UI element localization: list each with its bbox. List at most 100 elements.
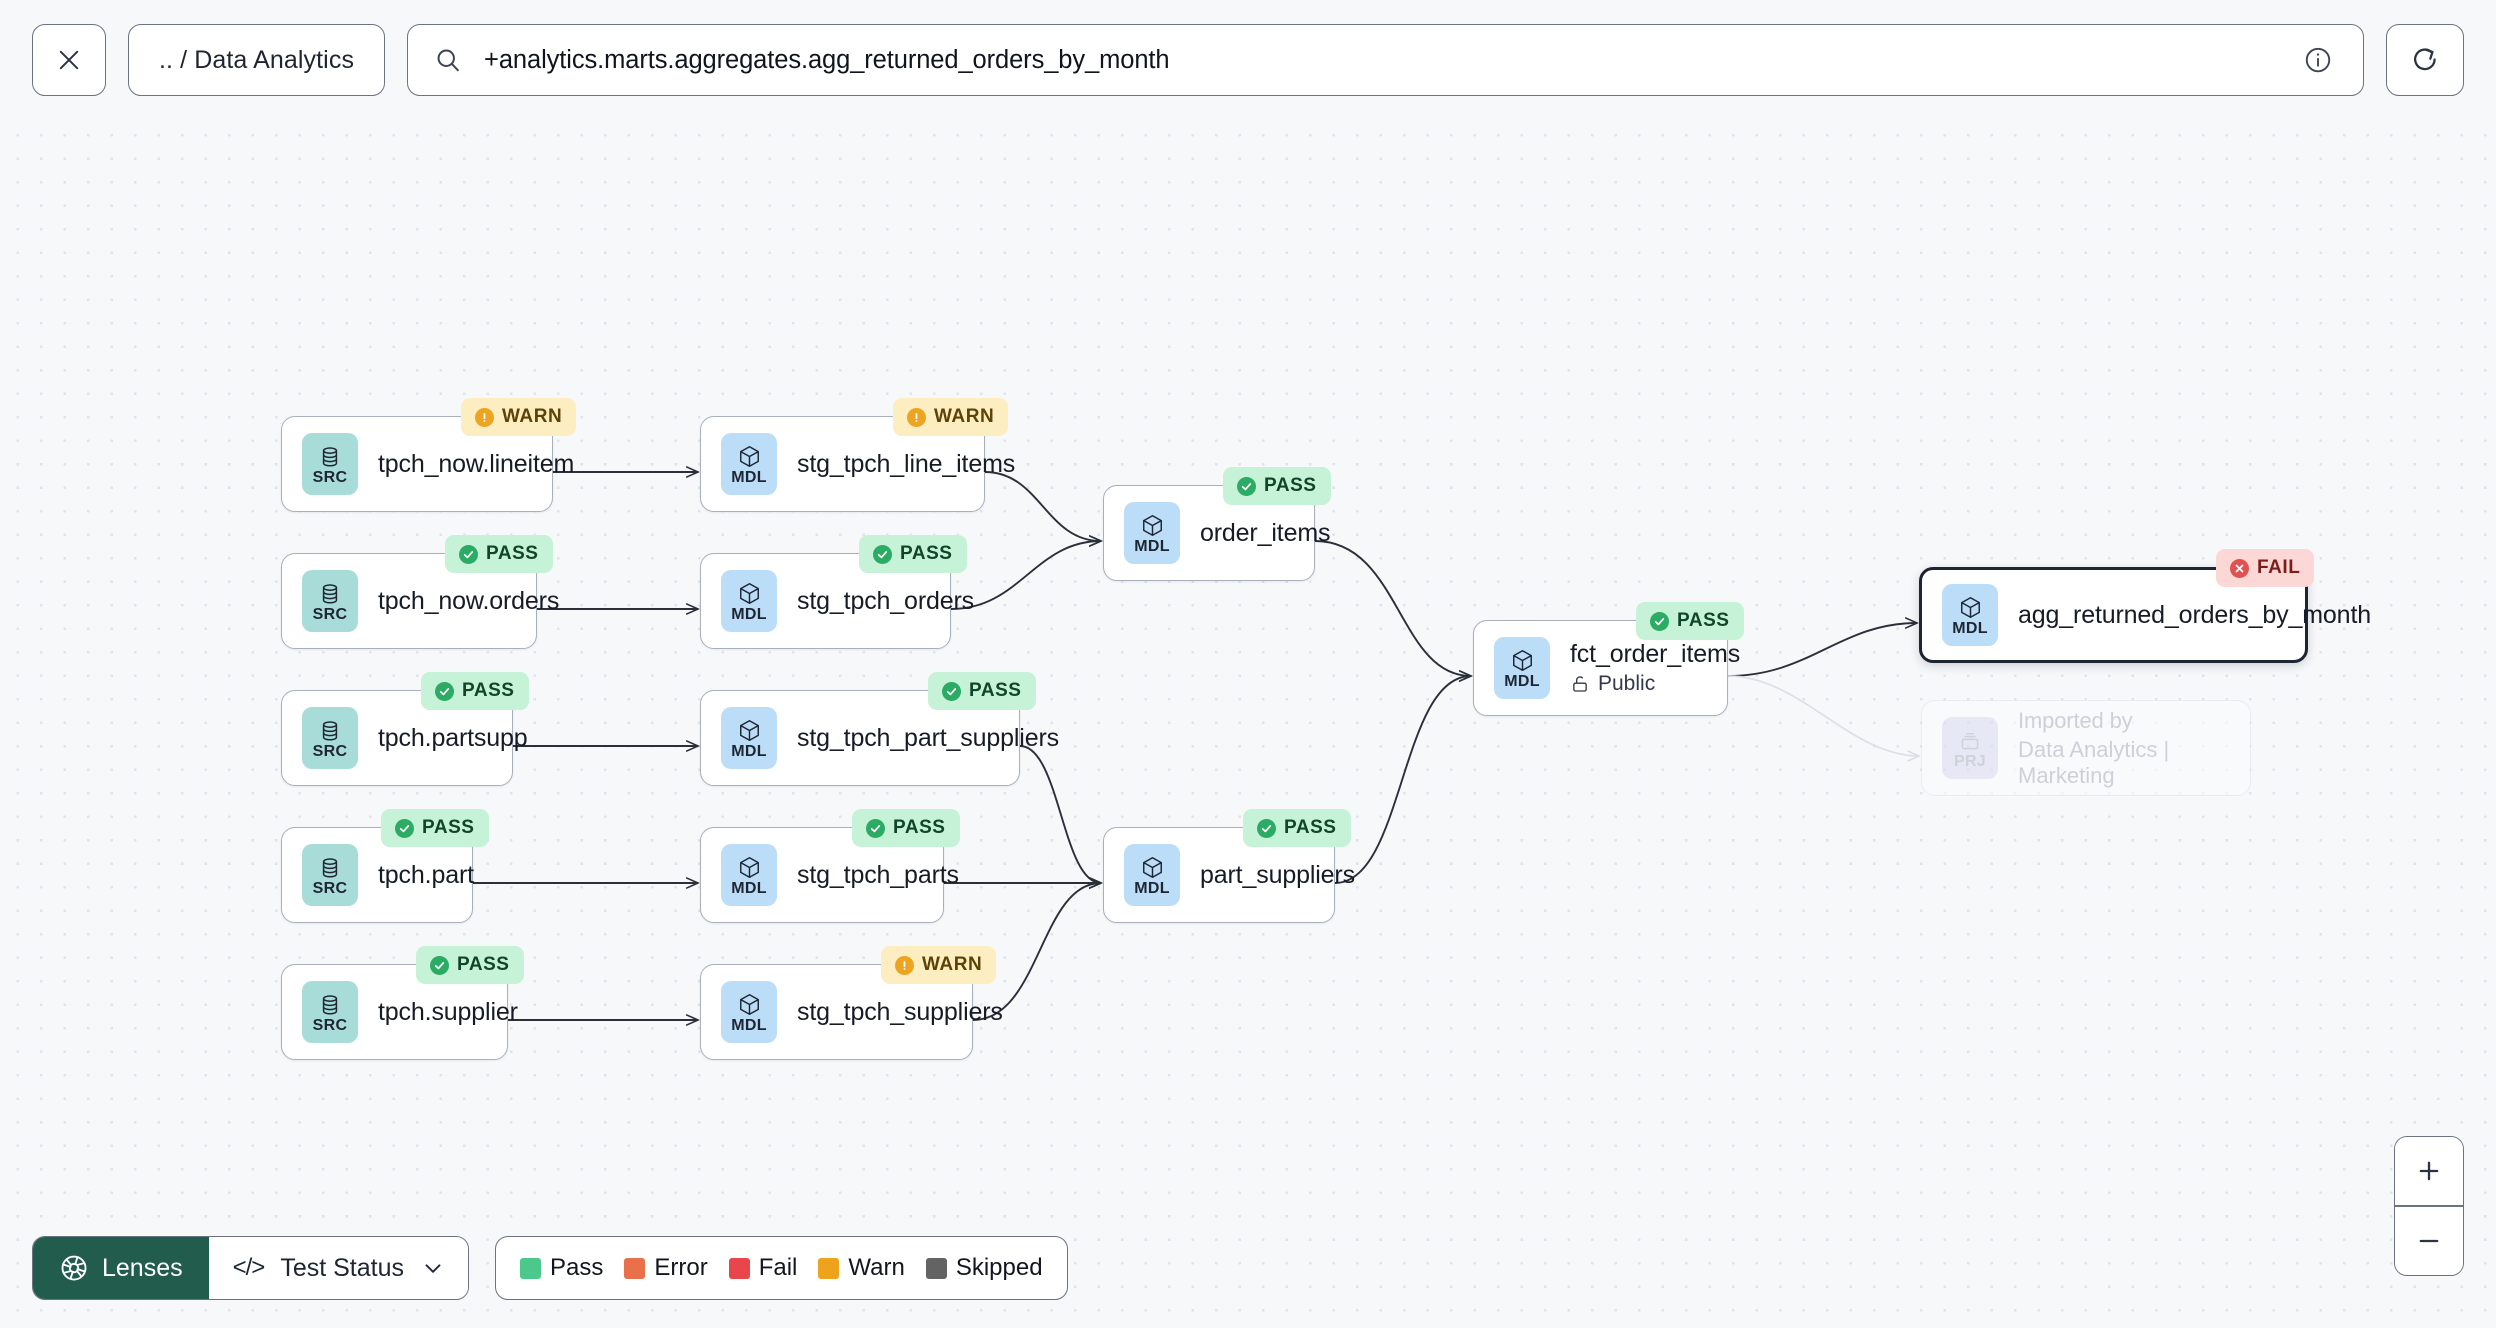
node-text: tpch_now.lineitem: [378, 449, 575, 479]
node-kind-badge: SRC: [302, 844, 358, 906]
node-kind-label: MDL: [731, 879, 767, 897]
code-icon: </>: [232, 1254, 266, 1281]
node-kind-badge: MDL: [1124, 502, 1180, 564]
node-kind-badge: SRC: [302, 433, 358, 495]
cube-icon: [739, 856, 759, 878]
status-badge-label: PASS: [457, 954, 510, 975]
lenses-group: Lenses </> Test Status: [32, 1236, 469, 1300]
status-badge-pass: PASS: [1243, 809, 1351, 847]
aperture-icon: [61, 1255, 87, 1281]
node-type-icon: [737, 854, 762, 880]
status-badge-pass: PASS: [381, 809, 489, 847]
node-type-icon: [318, 443, 342, 469]
status-dot-icon: [475, 407, 494, 427]
node-kind-label: SRC: [312, 605, 348, 623]
node-type-icon: [737, 580, 762, 606]
legend-item-error[interactable]: Error: [624, 1254, 708, 1282]
status-legend: Pass Error Fail Warn Skipped: [495, 1236, 1068, 1300]
status-badge-label: PASS: [893, 817, 946, 838]
node-label: tpch.partsupp: [378, 723, 528, 752]
node-kind-label: SRC: [312, 879, 348, 897]
cube-icon: [739, 993, 759, 1015]
search-icon: [437, 49, 459, 72]
graph-node-src_lineitem[interactable]: SRC tpch_now.lineitem: [281, 416, 575, 512]
node-kind-label: MDL: [1952, 619, 1988, 637]
minus-icon: [2419, 1239, 2439, 1243]
node-label: tpch_now.lineitem: [378, 449, 575, 478]
node-kind-badge: MDL: [721, 981, 777, 1043]
status-badge-warn: WARN: [893, 398, 1009, 436]
refresh-icon: [2414, 48, 2436, 71]
close-icon: [59, 50, 79, 70]
refresh-button[interactable]: [2386, 24, 2464, 96]
node-kind-label: MDL: [731, 742, 767, 760]
test-status-dropdown[interactable]: </> Test Status: [208, 1237, 468, 1299]
legend-item-pass[interactable]: Pass: [520, 1254, 603, 1282]
legend-item-fail[interactable]: Fail: [728, 1254, 797, 1282]
status-badge-label: PASS: [969, 680, 1022, 701]
node-kind-badge: MDL: [721, 570, 777, 632]
legend-swatch: [818, 1257, 840, 1279]
lenses-label: Lenses: [102, 1253, 183, 1282]
zoom-in-button[interactable]: [2395, 1137, 2463, 1206]
node-text: stg_tpch_parts: [797, 861, 959, 890]
status-badge-label: WARN: [922, 954, 983, 975]
node-kind-label: MDL: [1134, 879, 1170, 897]
node-type-icon: [318, 580, 342, 606]
node-kind-badge: SRC: [302, 981, 358, 1043]
node-label: order_items: [1200, 518, 1331, 547]
status-badge-pass: PASS: [421, 672, 529, 710]
node-text: agg_returned_orders_by_month: [2018, 600, 2371, 630]
graph-node-src_partsupp[interactable]: SRC tpch.partsupp: [281, 690, 528, 786]
node-label: tpch.part: [378, 860, 474, 889]
cube-icon: [739, 719, 759, 741]
node-label: fct_order_items: [1570, 640, 1741, 668]
status-dot-icon: [907, 407, 926, 427]
node-label: agg_returned_orders_by_month: [2018, 600, 2371, 629]
node-label: stg_tpch_orders: [797, 586, 975, 615]
node-text: order_items: [1200, 518, 1331, 548]
status-dot-icon: [435, 681, 454, 701]
legend-swatch: [520, 1257, 541, 1279]
lenses-button[interactable]: Lenses: [33, 1237, 209, 1299]
node-type-icon: [1510, 647, 1535, 673]
search-bar[interactable]: +analytics.marts.aggregates.agg_returned…: [407, 24, 2364, 96]
node-sublabel: Public: [1570, 672, 1701, 696]
legend-item-skipped[interactable]: Skipped: [925, 1254, 1043, 1282]
legend-label: Warn: [848, 1254, 905, 1281]
status-badge-label: WARN: [502, 406, 563, 427]
legend-item-warn[interactable]: Warn: [818, 1254, 905, 1282]
close-button[interactable]: [32, 24, 106, 96]
status-badge-label: WARN: [934, 406, 995, 427]
node-type-icon: [737, 717, 762, 743]
node-text: stg_tpch_line_items: [797, 450, 1015, 479]
zoom-out-button[interactable]: [2395, 1207, 2463, 1275]
graph-node-stg_orders[interactable]: MDL stg_tpch_orders: [700, 553, 975, 649]
info-icon[interactable]: [2303, 45, 2333, 75]
node-type-icon: [1958, 594, 1983, 620]
node-label: part_suppliers: [1200, 860, 1355, 889]
status-badge-label: PASS: [900, 543, 953, 564]
test-status-label: Test Status: [280, 1253, 404, 1282]
status-badge-label: PASS: [422, 817, 475, 838]
chevron-down-icon: [425, 1264, 441, 1273]
status-badge-pass: PASS: [1636, 602, 1744, 640]
node-kind-label: SRC: [312, 742, 348, 760]
graph-node-agg_returned[interactable]: MDL agg_returned_orders_by_month: [1919, 567, 2371, 663]
search-input[interactable]: +analytics.marts.aggregates.agg_returned…: [484, 45, 1170, 74]
breadcrumb[interactable]: .. / Data Analytics: [128, 24, 386, 96]
breadcrumb-label: .. / Data Analytics: [159, 45, 355, 74]
node-kind-badge: MDL: [721, 433, 777, 495]
node-kind-badge: MDL: [1124, 844, 1180, 906]
status-dot-icon: [942, 681, 961, 701]
status-badge-label: FAIL: [2257, 557, 2301, 578]
node-kind-label: MDL: [1504, 672, 1540, 690]
status-dot-icon: [1237, 476, 1256, 496]
node-type-icon: [318, 717, 342, 743]
status-dot-icon: [895, 955, 914, 975]
